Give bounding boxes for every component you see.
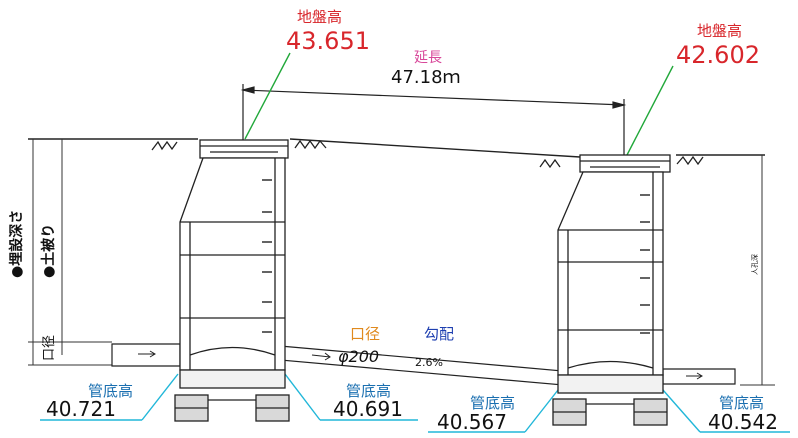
ground-label-left: 地盤高 bbox=[297, 8, 342, 26]
diameter-label: 口径 bbox=[350, 325, 380, 343]
invert-value-4: 40.542 bbox=[708, 410, 778, 434]
ground-label-right: 地盤高 bbox=[697, 22, 742, 40]
side-label-diameter: 口径 bbox=[42, 335, 57, 361]
ground-value-right: 42.602 bbox=[676, 41, 760, 69]
ground-hatch bbox=[151, 139, 704, 169]
invert-value-1: 40.721 bbox=[46, 397, 116, 421]
slope-label: 勾配 bbox=[424, 325, 454, 343]
leader-lines bbox=[40, 52, 790, 433]
manhole-right bbox=[552, 154, 671, 426]
length-dimension bbox=[240, 84, 627, 155]
ground-line bbox=[28, 138, 765, 158]
side-label-depth: ●埋設深さ bbox=[8, 210, 25, 278]
invert-value-3: 40.567 bbox=[437, 410, 507, 434]
depth-bracket bbox=[28, 139, 112, 366]
manhole-left bbox=[174, 139, 290, 422]
ground-value-left: 43.651 bbox=[286, 27, 370, 55]
manhole-depth-label: 人孔深 bbox=[750, 254, 759, 275]
length-label: 延長 bbox=[414, 50, 442, 66]
slope-value: 2.6% bbox=[415, 356, 443, 369]
invert-label-4: 管底高 bbox=[719, 394, 764, 412]
invert-value-2: 40.691 bbox=[333, 397, 403, 421]
diameter-value: φ200 bbox=[338, 347, 379, 366]
flow-arrows bbox=[138, 350, 703, 380]
length-value: 47.18ｍ bbox=[391, 67, 461, 88]
manhole-depth-dimension bbox=[740, 155, 775, 386]
invert-label-1: 管底高 bbox=[88, 382, 133, 400]
invert-label-3: 管底高 bbox=[470, 394, 515, 412]
invert-label-2: 管底高 bbox=[346, 382, 391, 400]
side-label-cover: ●土被り bbox=[40, 224, 57, 278]
